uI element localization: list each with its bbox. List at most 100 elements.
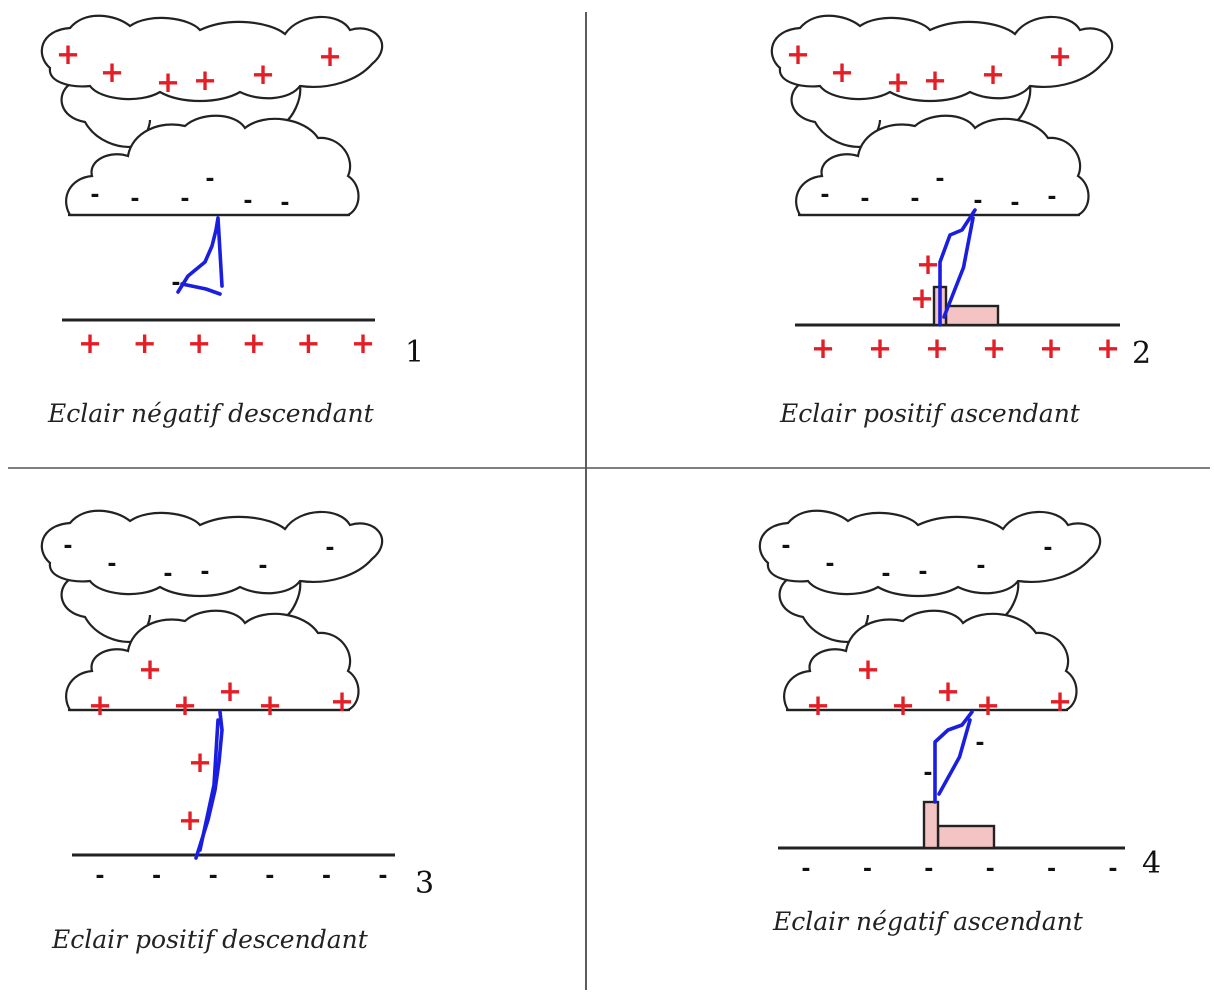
- upper-cloud: [40, 14, 384, 103]
- panel-number: 2: [1132, 336, 1151, 371]
- upper-cloud-charge: +: [1048, 39, 1072, 73]
- upper-cloud-charge: -: [258, 554, 267, 579]
- panel-caption: Eclair négatif ascendant: [772, 907, 1084, 936]
- lightning-branch: [942, 216, 975, 319]
- upper-cloud: [758, 509, 1102, 598]
- lower-cloud-charge: +: [806, 688, 830, 722]
- lower-cloud-charge: +: [891, 688, 915, 722]
- upper-cloud-charge: +: [56, 37, 80, 71]
- ground-charge: -: [152, 864, 161, 889]
- ground-charge: +: [132, 326, 156, 360]
- lower-cloud-charge: +: [1048, 684, 1072, 718]
- panel-caption: Eclair négatif descendant: [47, 399, 375, 428]
- ground-charge: -: [986, 857, 995, 882]
- upper-cloud-charge: -: [976, 554, 985, 579]
- lower-cloud: [65, 609, 360, 712]
- upper-cloud-charge: -: [881, 562, 890, 587]
- upper-cloud-charge: -: [200, 560, 209, 585]
- leader-charge: -: [171, 271, 180, 296]
- upper-cloud-charge: +: [830, 55, 854, 89]
- lower-cloud-charge: -: [130, 187, 139, 212]
- ground-charge: -: [801, 857, 810, 882]
- lower-cloud-charge: -: [935, 167, 944, 192]
- lower-cloud-charge: +: [936, 674, 960, 708]
- lower-cloud-charge: -: [973, 189, 982, 214]
- building-tower: [922, 800, 940, 850]
- panel-number: 4: [1142, 846, 1161, 881]
- leader-charge: +: [910, 281, 934, 315]
- lower-cloud-charge: +: [258, 688, 282, 722]
- ground-charge: -: [924, 857, 933, 882]
- upper-cloud-charge: +: [251, 57, 275, 91]
- thundercloud: - - - - - - + + + + + +: [40, 509, 384, 722]
- ground-charge: -: [1108, 857, 1117, 882]
- lower-cloud-charge: -: [1047, 185, 1056, 210]
- upper-cloud-charge: -: [107, 552, 116, 577]
- ground-charge: +: [242, 326, 266, 360]
- thundercloud: ++++++------: [40, 14, 384, 217]
- lower-cloud-charge: -: [90, 183, 99, 208]
- lightning-branch: [937, 718, 972, 796]
- ground-charge: -: [209, 864, 218, 889]
- leader-charge: +: [188, 745, 212, 779]
- upper-cloud-charge: +: [100, 55, 124, 89]
- ground-charge: -: [322, 864, 331, 889]
- lightning-branch: [180, 282, 222, 296]
- upper-cloud: [770, 14, 1114, 103]
- lower-cloud-charge: -: [1010, 191, 1019, 216]
- building-annex: [944, 304, 1000, 327]
- ground-charge: -: [95, 864, 104, 889]
- upper-cloud-charge: +: [923, 63, 947, 97]
- upper-cloud-charge: +: [193, 63, 217, 97]
- lower-cloud-charge: +: [218, 674, 242, 708]
- lower-cloud-charge: -: [205, 167, 214, 192]
- upper-cloud-charge: -: [825, 552, 834, 577]
- leader-charge: +: [178, 803, 202, 837]
- ground-charge: +: [78, 326, 102, 360]
- ground-charge: -: [1047, 857, 1056, 882]
- lightning-bolt: [933, 710, 974, 804]
- ground-charge: -: [378, 864, 387, 889]
- lower-cloud-charge: -: [860, 187, 869, 212]
- upper-cloud-charge: +: [981, 57, 1005, 91]
- ground-charge: -: [265, 864, 274, 889]
- lower-cloud: [795, 114, 1090, 217]
- lower-cloud-charge: +: [173, 688, 197, 722]
- lower-cloud-charge: +: [138, 652, 162, 686]
- lower-cloud-charge: +: [330, 684, 354, 718]
- upper-cloud-charge: -: [325, 536, 334, 561]
- lower-cloud-charge: -: [910, 187, 919, 212]
- upper-cloud: [40, 509, 384, 598]
- lower-cloud-charge: -: [820, 183, 829, 208]
- lightning-branch: [198, 718, 220, 852]
- ground-charge: +: [1039, 331, 1063, 365]
- ground-charge: -: [863, 857, 872, 882]
- ground-charge: +: [925, 331, 949, 365]
- upper-cloud-charge: -: [63, 534, 72, 559]
- lightning-bolt: [176, 216, 224, 294]
- leader-charge: +: [916, 247, 940, 281]
- lower-cloud-charge: +: [88, 688, 112, 722]
- ground-charge: +: [296, 326, 320, 360]
- lightning-bolt: [938, 208, 977, 327]
- building: [932, 285, 1000, 327]
- building-annex: [936, 824, 996, 850]
- ground-charge: +: [982, 331, 1006, 365]
- upper-cloud-charge: +: [156, 65, 180, 99]
- leader-charge: -: [975, 731, 984, 756]
- panel-number: 3: [415, 866, 434, 901]
- ground-charge: +: [1096, 331, 1120, 365]
- upper-cloud-charge: -: [781, 534, 790, 559]
- lower-cloud: [65, 114, 360, 217]
- building: [922, 800, 996, 850]
- lower-cloud-charge: -: [243, 189, 252, 214]
- panel-caption: Eclair positif ascendant: [779, 399, 1081, 428]
- lower-cloud-charge: -: [280, 191, 289, 216]
- upper-cloud-charge: -: [163, 562, 172, 587]
- lower-cloud-charge: +: [856, 652, 880, 686]
